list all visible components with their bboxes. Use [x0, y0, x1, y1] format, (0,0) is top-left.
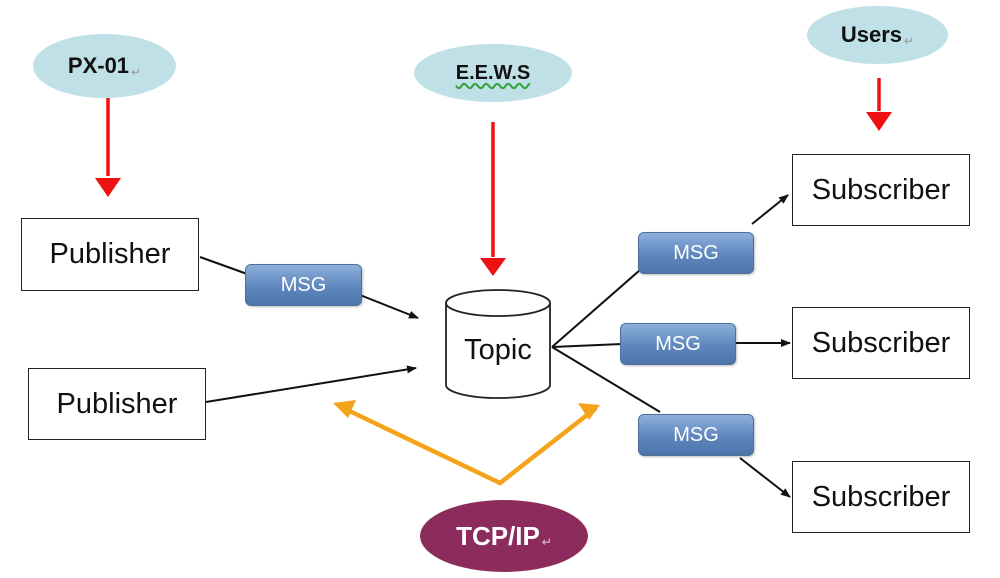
return-mark-icon: ↵	[131, 65, 142, 79]
msg-tag-subscriber-1: MSG	[638, 232, 754, 274]
subscriber-box-1: Subscriber	[792, 154, 970, 226]
topic-to-subscriber-3-line	[551, 346, 791, 498]
publisher-label: Publisher	[56, 387, 178, 420]
publisher-2-to-topic-line	[205, 365, 417, 403]
tcpip-label: TCP/IP	[456, 520, 540, 551]
msg-label: MSG	[673, 423, 719, 446]
topic-to-subscriber-1-line	[551, 194, 789, 348]
topic-cylinder	[445, 289, 551, 399]
publisher-1-to-topic-line	[199, 256, 419, 319]
msg-tag-publisher: MSG	[245, 264, 362, 306]
users-to-subscriber-arrow	[866, 78, 892, 131]
users-source-ellipse: Users ↵	[807, 6, 948, 64]
subscriber-label: Subscriber	[811, 326, 951, 359]
publisher-box-1: Publisher	[21, 218, 199, 291]
publisher-box-2: Publisher	[28, 368, 206, 440]
msg-label: MSG	[280, 273, 327, 296]
topic-to-subscriber-2-line	[551, 339, 791, 348]
subscriber-label: Subscriber	[811, 173, 951, 206]
subscriber-box-2: Subscriber	[792, 307, 970, 379]
msg-tag-subscriber-2: MSG	[620, 323, 736, 365]
eews-to-topic-arrow	[480, 122, 506, 276]
topic-label: Topic	[464, 334, 532, 366]
px01-to-publisher-arrow	[95, 98, 121, 197]
users-label: Users	[840, 22, 903, 47]
msg-tag-subscriber-3: MSG	[638, 414, 754, 456]
subscriber-box-3: Subscriber	[792, 461, 970, 533]
return-mark-icon: ↵	[904, 34, 915, 48]
publisher-label: Publisher	[49, 238, 171, 270]
subscriber-label: Subscriber	[811, 480, 951, 513]
px01-source-ellipse: PX-01 ↵	[33, 34, 176, 98]
eews-source-ellipse: E.E.W.S	[414, 44, 572, 102]
eews-label: E.E.W.S	[455, 61, 531, 84]
msg-label: MSG	[655, 332, 701, 355]
msg-label: MSG	[673, 241, 719, 264]
tcpip-arrows	[333, 400, 600, 486]
tcpip-ellipse: TCP/IP ↵	[420, 500, 588, 572]
return-mark-icon: ↵	[541, 535, 552, 549]
px01-label: PX-01	[67, 53, 130, 78]
